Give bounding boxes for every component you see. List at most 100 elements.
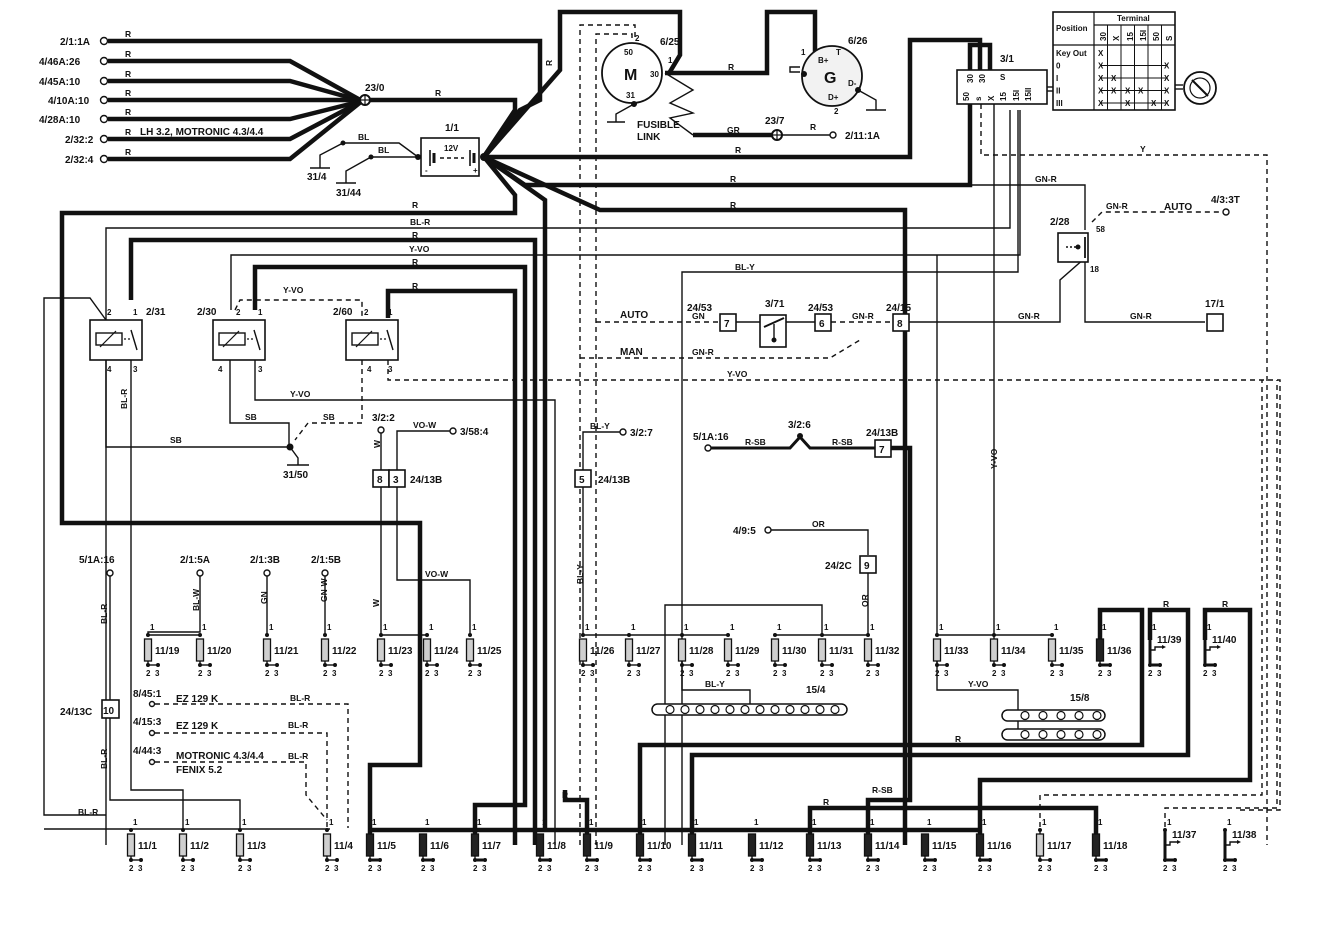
ignition-key-icon bbox=[1175, 71, 1217, 105]
fuse-pin-label: 3 bbox=[155, 669, 160, 678]
connector-pin: 7 bbox=[879, 445, 885, 456]
fuse-pin-label: 2 bbox=[1098, 669, 1103, 678]
wire-y-vo bbox=[254, 360, 556, 845]
wire-label: R bbox=[125, 88, 131, 98]
alternator-pin: T bbox=[836, 48, 841, 57]
fuse-pin-label: 2 bbox=[1050, 669, 1055, 678]
fuse-pin-label: 1 bbox=[982, 818, 987, 827]
fuse-label: 11/29 bbox=[735, 646, 760, 657]
wire-gn-r-dashed bbox=[1091, 211, 1223, 223]
bus-hole bbox=[1020, 729, 1030, 740]
fuse-label: 11/21 bbox=[274, 646, 299, 657]
ground-label: 31/4 bbox=[307, 172, 327, 183]
fuse-icon bbox=[262, 638, 272, 662]
mid-busbars: Y-VO BL-Y R R R R R bbox=[148, 255, 1278, 845]
table-border bbox=[1052, 11, 1176, 111]
wire-label: R bbox=[125, 107, 131, 117]
wire-r bbox=[108, 58, 364, 103]
connector-pin: 10 bbox=[103, 706, 115, 717]
table-mark: X bbox=[1098, 49, 1104, 58]
bus-hole bbox=[725, 704, 735, 715]
auto-label: AUTO bbox=[1164, 202, 1192, 213]
terminal-label: 4/9:5 bbox=[733, 526, 756, 537]
wire-label: GN-R bbox=[1130, 311, 1152, 321]
fuse-pin-label: 2 bbox=[1038, 864, 1043, 873]
fuse-label: 11/2 bbox=[190, 841, 209, 852]
fuse-label: 11/18 bbox=[1103, 841, 1128, 852]
connector-pin: 8 bbox=[377, 475, 383, 486]
terminal-ring bbox=[106, 569, 114, 577]
fuse-pin-label: 2 bbox=[538, 864, 543, 873]
bus-hole bbox=[770, 704, 780, 715]
wire-bl bbox=[345, 156, 418, 183]
fuse-icon bbox=[195, 638, 205, 662]
switch-pin: 15 bbox=[999, 92, 1008, 101]
fuse-pin-label: 1 bbox=[150, 623, 155, 632]
fuse-icon bbox=[578, 638, 588, 662]
terminal-label: 3/2:2 bbox=[372, 413, 395, 424]
fuse-pin-label: 2 bbox=[638, 864, 643, 873]
fuse-pin-label: 1 bbox=[996, 623, 1001, 632]
engine-variant-note: LH 3.2, MOTRONIC 4.3/4.4 bbox=[140, 127, 264, 138]
thermal-breaker-icon bbox=[1150, 646, 1162, 651]
relay-switch-icon bbox=[253, 329, 261, 351]
fuse-icon bbox=[1095, 638, 1105, 662]
bus-hole bbox=[830, 704, 840, 715]
connector-label: 24/53 bbox=[687, 303, 712, 314]
fuse-label: 11/16 bbox=[987, 841, 1012, 852]
fuse-icon bbox=[322, 833, 332, 857]
switch-pin: 15II bbox=[1024, 88, 1033, 101]
motor-pin: 1 bbox=[668, 56, 673, 65]
relay-switch-icon bbox=[130, 329, 138, 351]
fuse-pin-label: 3 bbox=[1157, 669, 1162, 678]
wire-ground bbox=[615, 103, 635, 122]
fuse-pin-label: 1 bbox=[329, 818, 334, 827]
wire-r bbox=[108, 99, 364, 162]
wire-r bbox=[59, 155, 518, 845]
bus-hole bbox=[1020, 710, 1030, 721]
wire-label: GN-R bbox=[1106, 201, 1128, 211]
wire-label: GN bbox=[259, 591, 269, 604]
relay-pin: 4 bbox=[218, 365, 223, 374]
wire-label: R bbox=[125, 49, 131, 59]
fuse-label: 11/30 bbox=[782, 646, 807, 657]
table-header-position: Position bbox=[1056, 24, 1088, 33]
wire-label: Y-VO bbox=[968, 679, 989, 689]
ecu-pin: 8/45:1 bbox=[133, 689, 162, 700]
fuse-pin-label: 3 bbox=[1212, 669, 1217, 678]
fuse-pin-label: 3 bbox=[1172, 864, 1177, 873]
fuse-pin-label: 2 bbox=[581, 669, 586, 678]
fuse-pin-label: 1 bbox=[694, 818, 699, 827]
connector-label: 24/13B bbox=[866, 428, 898, 439]
source-label: 2/32:2 bbox=[65, 135, 94, 146]
bus-bar-icon bbox=[1001, 709, 1106, 722]
battery-1-1: 1/1 12V - + bbox=[415, 123, 488, 177]
fuse-pin-label: 2 bbox=[1223, 864, 1228, 873]
wire-ground bbox=[289, 446, 299, 465]
wire-label: Y-VO bbox=[290, 389, 311, 399]
thermal-breaker-icon bbox=[1225, 841, 1237, 846]
fuse-pin-label: 3 bbox=[332, 669, 337, 678]
fuse-pin-label: 1 bbox=[472, 623, 477, 632]
fuse-pin-label: 3 bbox=[817, 864, 822, 873]
fuse-pin-label: 2 bbox=[129, 864, 134, 873]
wire-or bbox=[771, 529, 869, 555]
fuse-pin-label: 1 bbox=[542, 818, 547, 827]
terminal-label: 3/58:4 bbox=[460, 427, 489, 438]
motor-pin: 31 bbox=[626, 91, 635, 100]
auto-man-circuit: AUTO MAN GN GN-R 24/53 7 3/71 24/53 6 GN… bbox=[580, 110, 1086, 845]
wire-label: BL-R bbox=[288, 720, 308, 730]
wire-r bbox=[807, 805, 1099, 845]
relay-switch-icon bbox=[386, 329, 394, 351]
terminal-ring bbox=[1222, 208, 1230, 216]
